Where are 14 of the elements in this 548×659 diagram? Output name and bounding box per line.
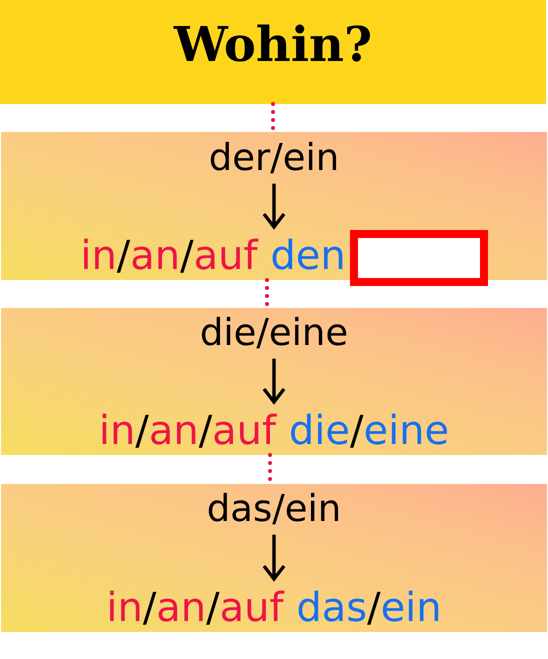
title-banner bbox=[0, 0, 546, 104]
arrow bbox=[262, 184, 286, 229]
phrase-text: in/an/auf das/ein bbox=[106, 588, 442, 628]
article-text: das/ein bbox=[206, 489, 342, 530]
answer-box bbox=[350, 230, 488, 286]
panel bbox=[1, 484, 547, 632]
title-text: Wohin? bbox=[174, 21, 372, 69]
phrase-text: in/an/auf den bbox=[80, 236, 346, 276]
phrase-text: in/an/auf die/eine bbox=[98, 411, 450, 451]
arrow bbox=[262, 358, 286, 404]
arrow bbox=[262, 534, 286, 581]
article-text: die/eine bbox=[200, 313, 348, 354]
panel bbox=[1, 308, 547, 455]
article-text: der/ein bbox=[208, 138, 340, 179]
